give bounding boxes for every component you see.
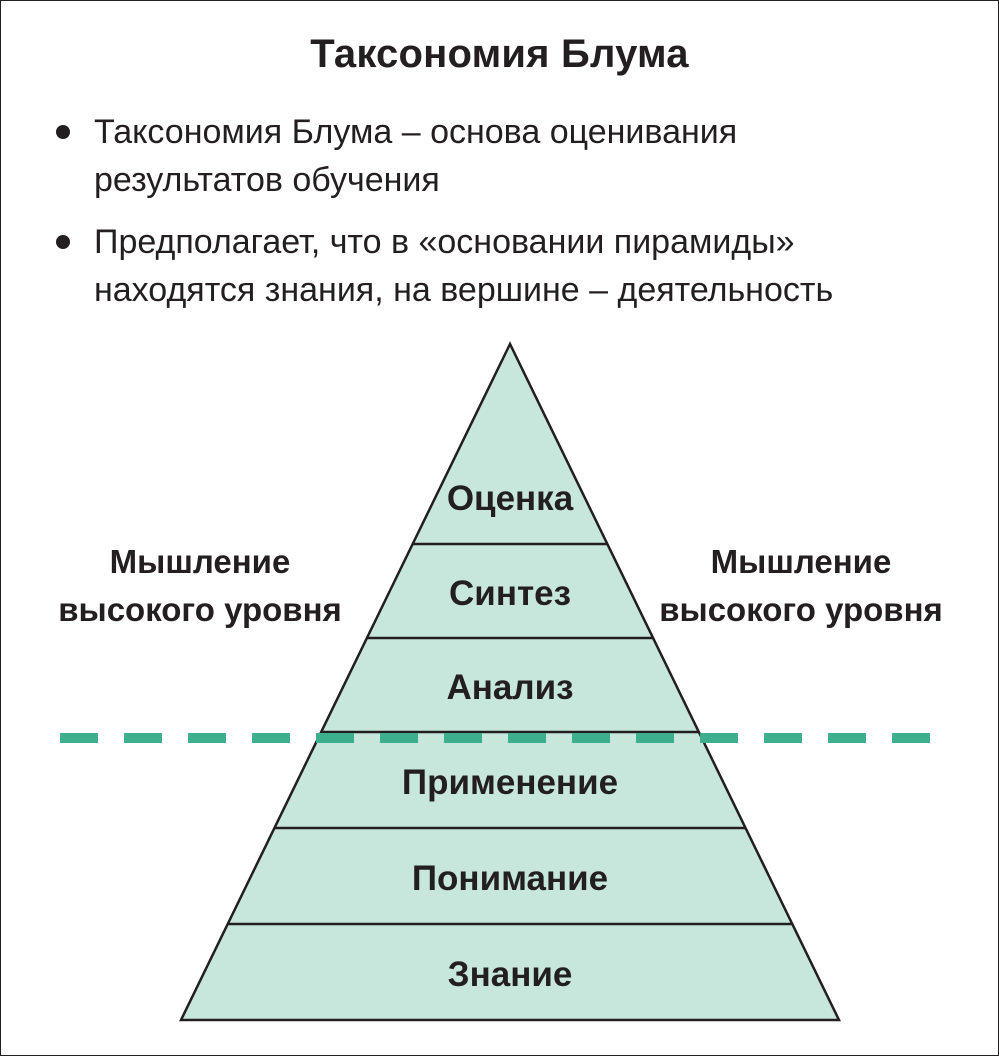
bullet-icon xyxy=(56,125,70,139)
pyramid-level-label: Синтез xyxy=(449,574,571,613)
bullet-list: Таксономия Блума – основа оценивания рез… xyxy=(52,108,952,328)
pyramid-level-label: Применение xyxy=(402,763,618,802)
bullet-item: Таксономия Блума – основа оценивания рез… xyxy=(52,108,952,204)
slide-title: Таксономия Блума xyxy=(310,32,689,76)
bullet-text-line: результатов обучения xyxy=(94,161,440,199)
pyramid-level-labels: ОценкаСинтезАнализПрименениеПониманиеЗна… xyxy=(402,479,618,994)
pyramid-level-label: Понимание xyxy=(412,859,608,898)
side-label-left: Мышление высокого уровня xyxy=(35,538,365,634)
bullet-text-line: находятся знания, на вершине – деятельно… xyxy=(94,271,834,309)
side-label-line: Мышление xyxy=(710,543,892,580)
pyramid-level-dividers xyxy=(227,542,793,926)
bullet-icon xyxy=(56,235,70,249)
side-label-line: Мышление xyxy=(109,543,291,580)
bullet-text-line: Таксономия Блума – основа оценивания xyxy=(94,113,738,151)
pyramid-level-label: Анализ xyxy=(446,668,573,707)
side-label-line: высокого уровня xyxy=(58,591,342,628)
pyramid-level-label: Знание xyxy=(448,955,573,994)
bullet-text-line: Предполагает, что в «основании пирамиды» xyxy=(94,223,795,261)
pyramid-body xyxy=(179,341,841,1022)
side-label-right: Мышление высокого уровня xyxy=(636,538,966,634)
side-label-line: высокого уровня xyxy=(659,591,943,628)
bullet-item: Предполагает, что в «основании пирамиды»… xyxy=(52,218,952,314)
pyramid-level-label: Оценка xyxy=(447,479,574,518)
